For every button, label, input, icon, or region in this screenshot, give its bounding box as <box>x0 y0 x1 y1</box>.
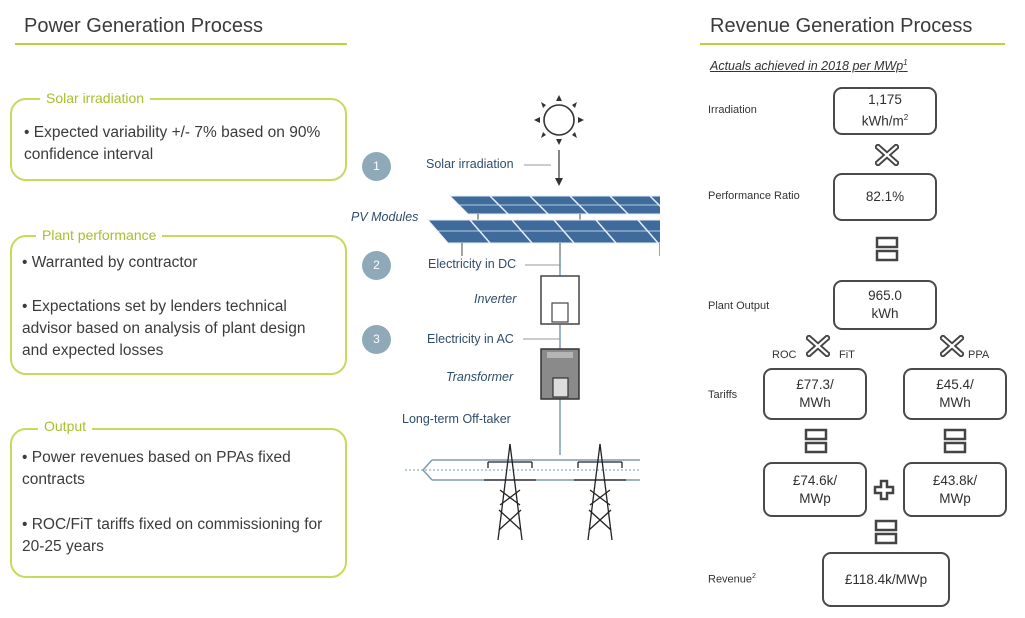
value-line: 1,175 <box>868 92 902 108</box>
total-revenue-box: £118.4k/MWp <box>822 552 950 607</box>
transformer-label: Transformer <box>446 370 514 384</box>
multiply-icon <box>875 144 899 166</box>
equals-icon <box>804 428 828 454</box>
pv-modules-label: PV Modules <box>351 210 419 224</box>
value-line: £45.4/ <box>936 377 974 392</box>
power-generation-title: Power Generation Process <box>24 15 264 37</box>
revenue-roc-box: £74.6k/ MWp <box>763 462 867 517</box>
footnote-marker: 2 <box>752 573 756 580</box>
value-line: 965.0 <box>868 288 902 303</box>
value-line: kWh/m2 <box>862 109 908 131</box>
pv-panels-front <box>426 219 660 270</box>
value-line: £118.4k/MWp <box>844 571 928 587</box>
step-1-label: Solar irradiation <box>426 157 514 171</box>
step-3-badge: 3 <box>362 325 391 354</box>
bullet-text: Expected variability +/- 7% based on 90%… <box>24 124 321 163</box>
title-rule <box>15 43 347 45</box>
ppa-label: PPA <box>968 349 990 361</box>
plant-output-box: 965.0 kWh <box>833 280 937 330</box>
pv-panels-back <box>448 195 660 226</box>
value-line: MWp <box>939 490 971 506</box>
revenue-ppa-box: £43.8k/ MWp <box>903 462 1007 517</box>
value-line: MWh <box>799 395 831 410</box>
step-2-badge: 2 <box>362 251 391 280</box>
plant-performance-legend: Plant performance <box>36 227 163 243</box>
actuals-subtitle: Actuals achieved in 2018 per MWp1 <box>710 58 908 73</box>
bullet-item: • Warranted by contractor <box>22 254 198 271</box>
bullet-text: Power revenues based on PPAs fixed contr… <box>22 449 291 488</box>
footnote-marker: 1 <box>903 58 908 67</box>
value-line: MWp <box>799 490 831 506</box>
output-box <box>10 428 347 578</box>
bullet-item: • Power revenues based on PPAs fixed con… <box>22 449 291 488</box>
value-line: MWh <box>939 395 971 410</box>
value-line: kWh <box>871 306 899 321</box>
plant-output-label: Plant Output <box>708 300 770 312</box>
performance-ratio-box: 82.1% <box>833 173 937 221</box>
pylon-icon <box>484 443 536 541</box>
tariffs-label: Tariffs <box>708 389 738 401</box>
bullet-item: • Expectations set by lenders technical … <box>22 298 306 359</box>
multiply-icon <box>940 335 964 357</box>
actuals-subtitle-text: Actuals achieved in 2018 per MWp <box>710 59 904 74</box>
roc-label: ROC <box>772 349 797 361</box>
value-line: £43.8k/ <box>932 472 978 488</box>
irradiation-label: Irradiation <box>708 104 757 116</box>
bullet-item: • ROC/FiT tariffs fixed on commissioning… <box>22 516 323 555</box>
revenue-label: Revenue2 <box>708 573 756 586</box>
revenue-generation-title: Revenue Generation Process <box>710 15 973 37</box>
plant-performance-box <box>10 235 347 375</box>
solar-irradiation-legend: Solar irradiation <box>40 90 151 106</box>
inverter-label: Inverter <box>474 292 517 306</box>
step-2-label: Electricity in DC <box>428 257 517 271</box>
output-legend: Output <box>38 418 93 434</box>
sun-icon <box>534 95 584 145</box>
tariff-roc-box: £77.3/ MWh <box>763 368 867 420</box>
bullet-text: Warranted by contractor <box>31 254 198 271</box>
fit-label: FiT <box>839 349 855 361</box>
irradiation-value-box: 1,175 kWh/m2 <box>833 87 937 135</box>
pylon-icon <box>574 443 626 541</box>
bullet-text: ROC/FiT tariffs fixed on commissioning f… <box>22 516 323 555</box>
equals-icon <box>874 519 898 545</box>
value-line: 82.1% <box>865 189 905 204</box>
bullet-item: • Expected variability +/- 7% based on 9… <box>24 124 321 163</box>
inverter-icon <box>540 275 580 325</box>
value-unit: kWh/m <box>861 113 904 129</box>
performance-ratio-label: Performance Ratio <box>708 190 800 202</box>
equals-icon <box>943 428 967 454</box>
plus-icon <box>873 479 895 501</box>
step-3-label: Electricity in AC <box>427 332 514 346</box>
transformer-icon <box>540 348 580 400</box>
offtaker-label: Long-term Off-taker <box>402 412 511 426</box>
power-flow-illustration <box>405 95 660 541</box>
value-superscript: 2 <box>903 113 909 123</box>
value-line: £77.3/ <box>796 377 834 392</box>
tariff-ppa-box: £45.4/ MWh <box>903 368 1007 420</box>
title-rule <box>700 43 1005 45</box>
bullet-text: Expectations set by lenders technical ad… <box>22 298 306 359</box>
solar-irradiation-box <box>10 98 347 181</box>
step-1-badge: 1 <box>362 152 391 181</box>
revenue-label-text: Revenue <box>708 573 753 586</box>
value-line: £74.6k/ <box>792 472 838 488</box>
multiply-icon <box>806 335 830 357</box>
equals-icon <box>875 236 899 262</box>
